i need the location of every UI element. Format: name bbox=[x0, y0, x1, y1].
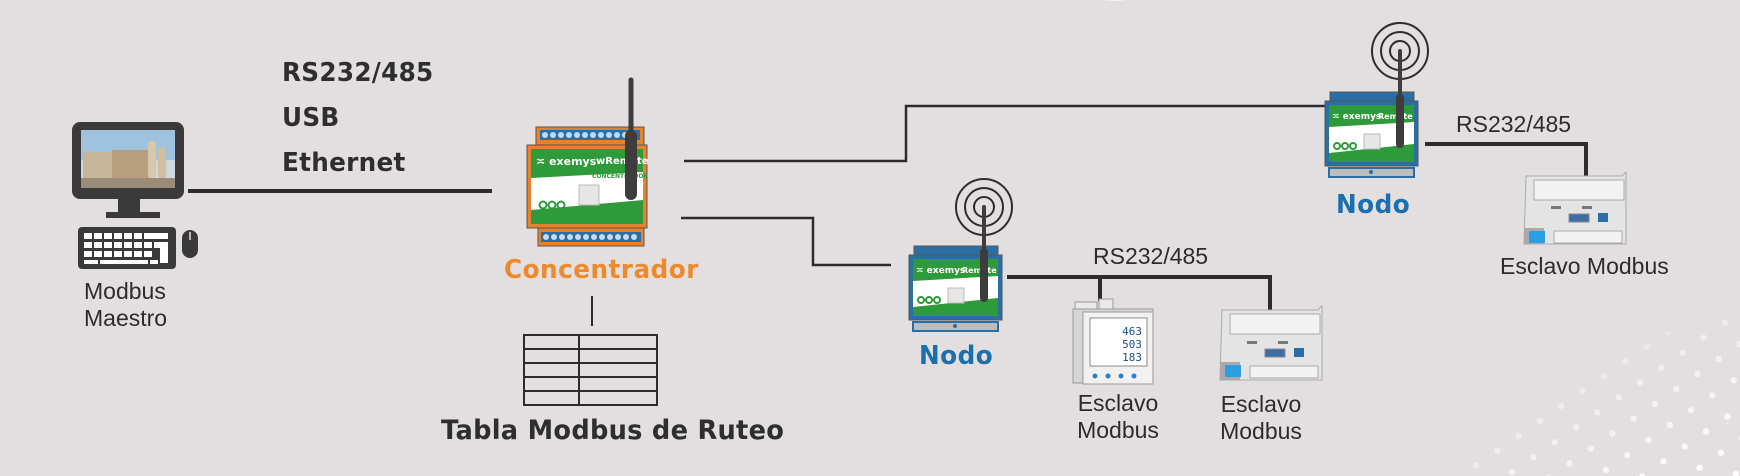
meter-reading-1: 463 bbox=[1122, 325, 1142, 338]
svg-text:≍ exemys: ≍ exemys bbox=[1332, 112, 1381, 122]
master-label-line1: Modbus bbox=[84, 278, 166, 304]
node-2-label: Nodo bbox=[1336, 190, 1411, 220]
node-1-label: Nodo bbox=[919, 341, 994, 371]
svg-text:Remote: Remote bbox=[962, 266, 997, 275]
protocol-label-usb: USB bbox=[282, 103, 340, 133]
slave-label-plc-1: Esclavo Modbus bbox=[1211, 391, 1311, 445]
slave-label-meter-line2: Modbus bbox=[1077, 417, 1159, 443]
slave-label-plc-2: Esclavo Modbus bbox=[1500, 253, 1669, 279]
node-1-device-icon: ≍ exemys Remote bbox=[908, 178, 1013, 332]
master-label-line2: Maestro bbox=[84, 305, 168, 331]
power-meter-slave-icon: 463 503 183 bbox=[1072, 298, 1154, 385]
routing-table-icon bbox=[523, 334, 658, 406]
slave-label-meter: Esclavo Modbus bbox=[1068, 390, 1168, 444]
svg-text:≍ exemys: ≍ exemys bbox=[916, 266, 965, 276]
concentrador-to-node2-line bbox=[684, 104, 1326, 163]
meter-reading-2: 503 bbox=[1122, 338, 1142, 351]
plc-slave-icon-2 bbox=[1523, 170, 1627, 245]
slave-label-meter-line1: Esclavo bbox=[1077, 390, 1159, 416]
svg-text:≍ exemys: ≍ exemys bbox=[536, 155, 597, 168]
decorative-dot-pattern bbox=[1420, 290, 1740, 476]
meter-reading-3: 183 bbox=[1122, 351, 1142, 364]
protocol-label-ethernet: Ethernet bbox=[282, 148, 406, 178]
concentrador-label: Concentrador bbox=[504, 255, 699, 285]
svg-text:CONCENTRADOR: CONCENTRADOR bbox=[592, 173, 648, 180]
protocol-label-rs232: RS232/485 bbox=[282, 58, 434, 88]
svg-text:Remote: Remote bbox=[1378, 112, 1413, 121]
slave-label-plc-1-line1: Esclavo bbox=[1220, 391, 1302, 417]
slave-label-plc-1-line2: Modbus bbox=[1220, 418, 1302, 444]
node-1-bus-label: RS232/485 bbox=[1093, 243, 1209, 269]
node-2-device-icon: ≍ exemys Remote bbox=[1324, 22, 1429, 178]
node-2-bus-label: RS232/485 bbox=[1456, 111, 1572, 137]
concentrador-to-node1-line bbox=[681, 216, 891, 267]
decorative-arc bbox=[1103, 0, 1127, 1]
node1-bus-line bbox=[1007, 275, 1272, 310]
concentrador-device-icon: ≍ exemys wRemote CONCENTRADOR bbox=[526, 77, 649, 247]
node2-bus-line bbox=[1425, 142, 1588, 176]
routing-table-label: Tabla Modbus de Ruteo bbox=[441, 415, 785, 446]
master-label: Modbus Maestro bbox=[84, 278, 167, 332]
plc-slave-icon-1 bbox=[1219, 304, 1323, 381]
desktop-computer-icon bbox=[72, 122, 198, 269]
svg-text:wRemote: wRemote bbox=[596, 156, 649, 167]
